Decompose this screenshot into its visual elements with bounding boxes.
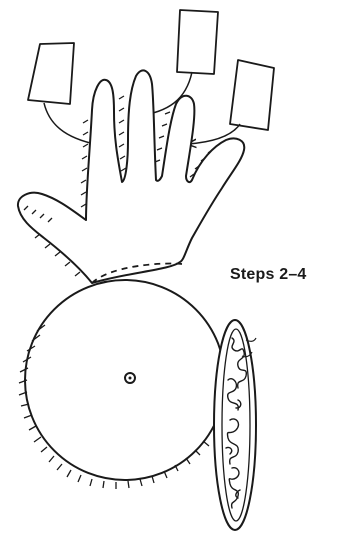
paper-circle (19, 280, 225, 489)
sticky-note-left (28, 43, 74, 104)
circle-side-view (214, 320, 256, 530)
sticky-note-right (230, 60, 274, 130)
sticky-note-middle (177, 10, 218, 74)
steps-label: Steps 2–4 (230, 266, 307, 284)
